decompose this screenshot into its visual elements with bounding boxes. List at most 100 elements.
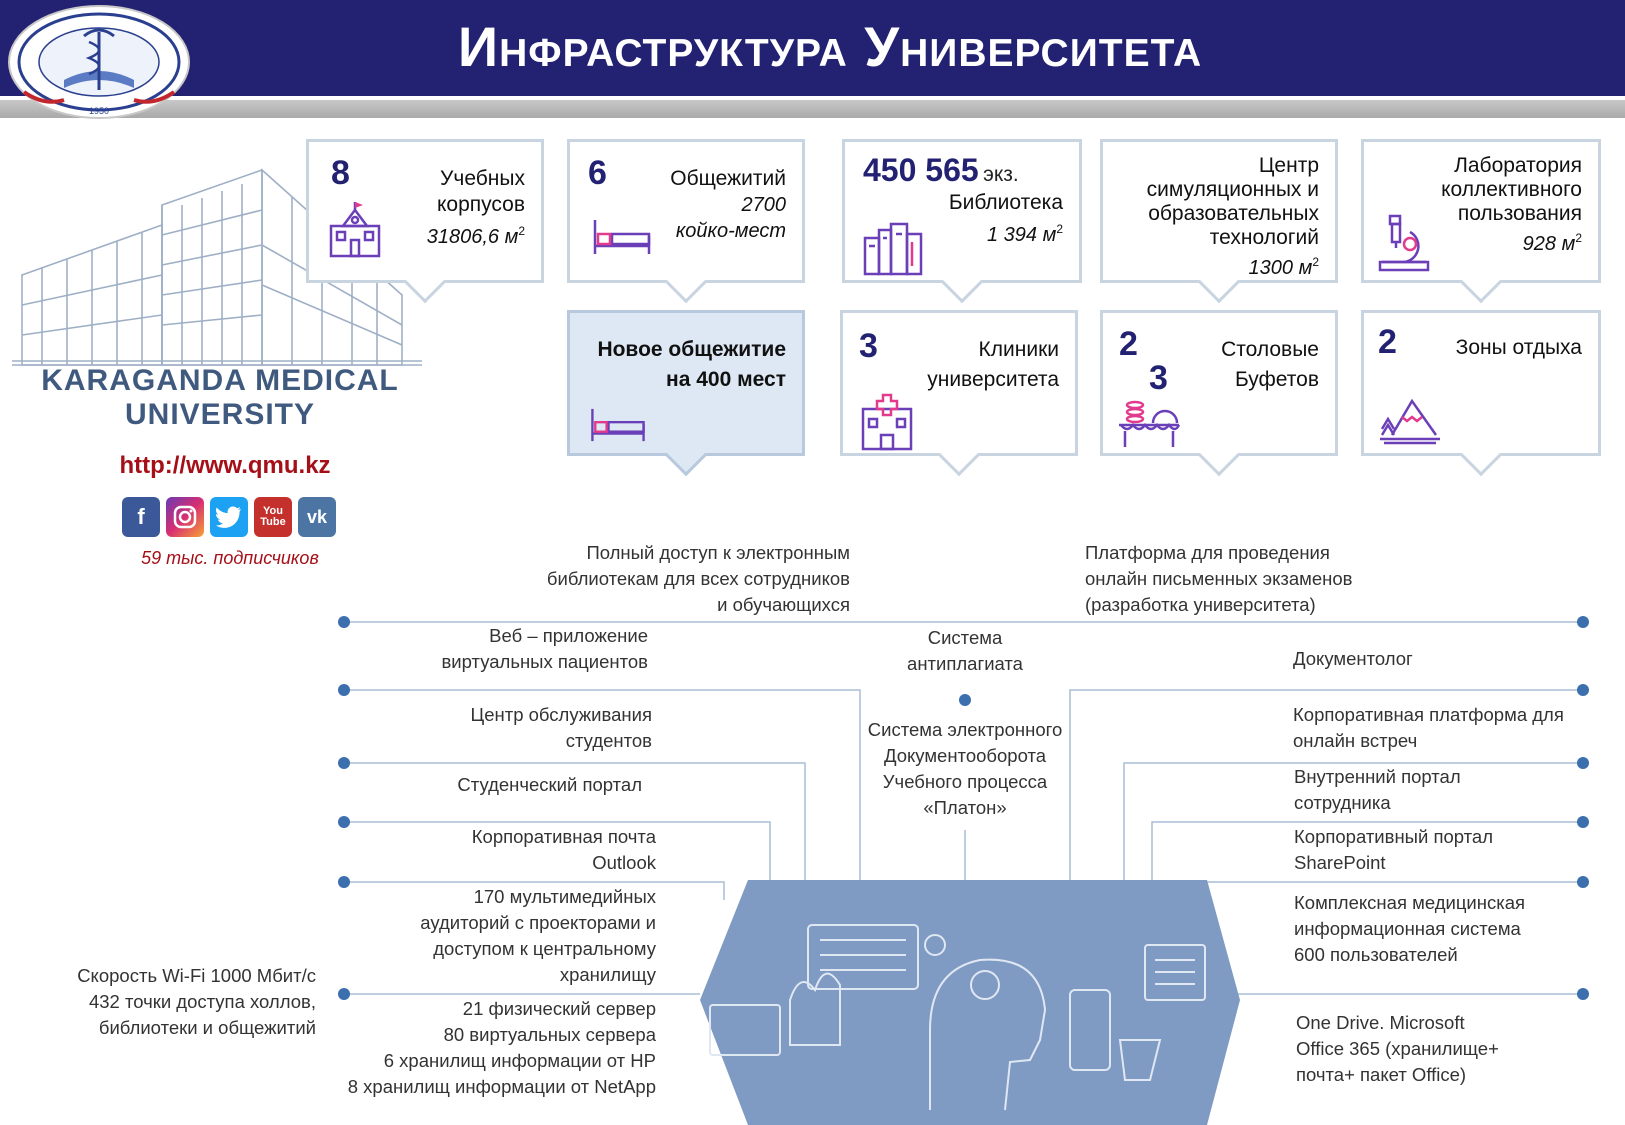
label-line: информационная система bbox=[1294, 918, 1521, 939]
buildings-count: 8 bbox=[331, 154, 350, 192]
twitter-icon[interactable] bbox=[210, 497, 248, 537]
label-line: 432 точки доступа холлов, bbox=[88, 991, 316, 1012]
label-student-portal: Студенческий портал bbox=[457, 774, 642, 795]
network-node bbox=[1577, 616, 1589, 628]
food-icon bbox=[1119, 400, 1181, 447]
library-count: 450 565 bbox=[863, 152, 979, 188]
lab-label-1: Лаборатория bbox=[1454, 154, 1582, 177]
label-onedrive: One Drive. Microsoft Office 365 (хранили… bbox=[1296, 1010, 1556, 1088]
network-node bbox=[338, 876, 350, 888]
library-unit: экз. bbox=[983, 163, 1019, 186]
network-node bbox=[1577, 816, 1589, 828]
label-line: антиплагиата bbox=[907, 653, 1023, 674]
buildings-label-2: корпусов bbox=[437, 193, 525, 216]
card-canteens: 2 3 Столовые Буфетов bbox=[1100, 310, 1338, 477]
label-line: 6 хранилищ информации от HP bbox=[383, 1050, 656, 1071]
network-node bbox=[338, 988, 350, 1000]
label-sharepoint: Корпоративный портал SharePoint bbox=[1294, 824, 1554, 876]
label-line: 80 виртуальных сервера bbox=[443, 1024, 656, 1045]
label-line: Система bbox=[927, 627, 1003, 648]
facebook-icon[interactable]: f bbox=[122, 497, 160, 537]
label-wifi: Скорость Wi-Fi 1000 Мбит/с 432 точки дос… bbox=[60, 963, 316, 1041]
card-buildings: 8 Учебных корпусов 31806,6 м2 bbox=[306, 139, 544, 304]
university-logo: 1950 bbox=[8, 5, 190, 119]
website-link[interactable]: http://www.qmu.kz bbox=[119, 452, 331, 479]
lab-area: 928 м bbox=[1522, 233, 1576, 255]
bed-icon bbox=[593, 220, 651, 254]
label-line: (разработка университета) bbox=[1085, 594, 1316, 615]
lab-text: Лаборатория коллективного пользования 92… bbox=[1441, 154, 1582, 256]
label-virtual-patients: Веб – приложение виртуальных пациентов bbox=[390, 623, 648, 675]
label-corporate-mail: Корпоративная почта Outlook bbox=[400, 824, 656, 876]
network-node bbox=[959, 694, 971, 706]
network-node bbox=[338, 684, 350, 696]
new-dorm-label-1: Новое общежитие bbox=[597, 338, 786, 361]
label-line: Скорость Wi-Fi 1000 Мбит/с bbox=[77, 965, 316, 986]
microscope-icon bbox=[1378, 214, 1430, 272]
label-line: Комплексная медицинская bbox=[1294, 892, 1526, 913]
buildings-text: Учебных корпусов 31806,6 м2 bbox=[427, 166, 525, 250]
label-student-service-center: Центр обслуживания студентов bbox=[400, 702, 652, 754]
dorms-beds: 2700 bbox=[741, 194, 787, 216]
label-line: Платформа для проведения bbox=[1085, 542, 1330, 563]
hospital-icon bbox=[861, 393, 913, 451]
label-line: библиотекам для всех сотрудников bbox=[546, 568, 850, 589]
card-dorms: 6 Общежитий 2700 койко-мест bbox=[567, 139, 805, 304]
new-dorm-text: Новое общежитие на 400 мест bbox=[597, 335, 786, 395]
label-line: Outlook bbox=[592, 852, 656, 873]
label-line: хранилищу bbox=[559, 964, 656, 985]
new-dorm-label-2: на 400 мест bbox=[666, 368, 786, 391]
page-title: Инфраструктура Университета bbox=[457, 15, 1203, 78]
card-simulation-center: Центр симуляционных и образовательных те… bbox=[1100, 139, 1338, 304]
label-line: виртуальных пациентов bbox=[441, 651, 648, 672]
label-medical-info-system: Комплексная медицинская информационная с… bbox=[1294, 890, 1574, 968]
vk-icon[interactable]: vk bbox=[298, 497, 336, 537]
label-exam-platform: Платформа для проведения онлайн письменн… bbox=[1085, 540, 1445, 618]
label-line: студентов bbox=[565, 730, 652, 751]
canteens-text: Столовые Буфетов bbox=[1221, 335, 1319, 395]
dorms-beds-unit: койко-мест bbox=[675, 220, 786, 242]
simcenter-text: Центр симуляционных и образовательных те… bbox=[1147, 154, 1319, 280]
clinics-label-1: Клиники bbox=[978, 338, 1059, 361]
label-line: Центр обслуживания bbox=[470, 704, 652, 725]
library-text: Библиотека 1 394 м2 bbox=[949, 190, 1063, 248]
label-line: Учебного процесса bbox=[882, 771, 1048, 792]
label-online-meetings: Корпоративная платформа для онлайн встре… bbox=[1293, 702, 1593, 754]
buildings-area-sup: 2 bbox=[518, 224, 525, 238]
instagram-icon[interactable] bbox=[166, 497, 204, 537]
label-electronic-libraries: Полный доступ к электронным библиотекам … bbox=[470, 540, 850, 618]
buffets-count: 3 bbox=[1149, 359, 1168, 397]
simcenter-area: 1300 м bbox=[1248, 257, 1313, 279]
network-node bbox=[1577, 988, 1589, 1000]
dorms-text: Общежитий 2700 койко-мест bbox=[670, 166, 786, 244]
network-node bbox=[1577, 757, 1589, 769]
label-line: Корпоративная платформа для bbox=[1293, 704, 1564, 725]
network-node bbox=[338, 816, 350, 828]
buildings-label-1: Учебных bbox=[440, 167, 525, 190]
card-clinics: 3 Клиники университета bbox=[840, 310, 1078, 477]
label-platon: Система электронного Документооборота Уч… bbox=[850, 717, 1080, 821]
label-line: One Drive. Microsoft bbox=[1296, 1012, 1465, 1033]
label-line: Полный доступ к электронным bbox=[586, 542, 850, 563]
label-line: Корпоративный портал bbox=[1294, 826, 1493, 847]
simcenter-label-3: образовательных bbox=[1148, 202, 1319, 225]
card-library: 450 565 экз. Библиотека 1 394 м2 bbox=[842, 139, 1082, 304]
dorms-label: Общежитий bbox=[670, 167, 786, 190]
label-servers: 21 физический сервер 80 виртуальных серв… bbox=[330, 996, 656, 1100]
university-name-line1: KARAGANDA MEDICAL bbox=[41, 364, 399, 397]
label-line: сотрудника bbox=[1294, 792, 1391, 813]
university-name: KARAGANDA MEDICAL UNIVERSITY bbox=[20, 364, 420, 432]
card-new-dorm: Новое общежитие на 400 мест bbox=[567, 310, 805, 477]
clinics-count: 3 bbox=[859, 327, 878, 365]
buffets-label: Буфетов bbox=[1234, 368, 1319, 391]
simcenter-label-2: симуляционных и bbox=[1146, 178, 1319, 201]
label-line: Office 365 (хранилище+ bbox=[1296, 1038, 1499, 1059]
card-laboratory: Лаборатория коллективного пользования 92… bbox=[1361, 139, 1601, 304]
bed-icon bbox=[591, 408, 645, 442]
university-building-illustration bbox=[12, 168, 422, 366]
lab-label-3: пользования bbox=[1457, 202, 1582, 225]
label-documentolog: Документолог bbox=[1293, 648, 1413, 669]
